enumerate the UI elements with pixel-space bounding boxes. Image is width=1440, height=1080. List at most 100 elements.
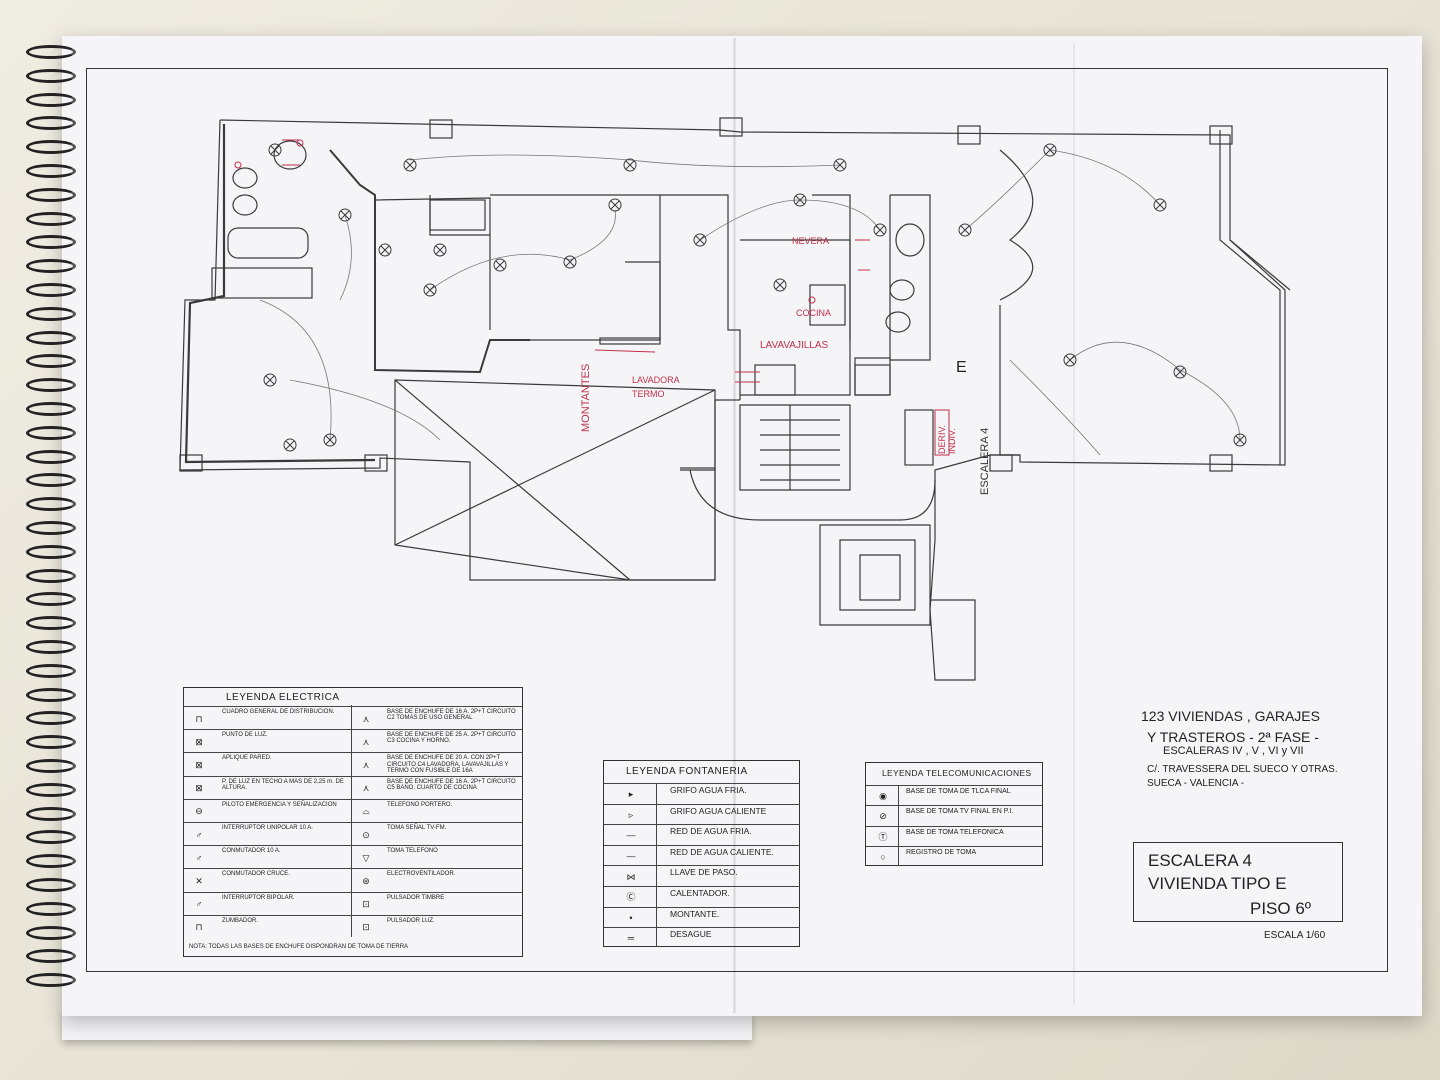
legend-label: RED DE AGUA FRIA.	[670, 826, 752, 837]
light-point-icon	[493, 258, 507, 272]
bipolar-switch-icon: ♂	[195, 899, 203, 910]
spiral-coil	[26, 306, 76, 321]
legend-divider	[656, 783, 657, 947]
spiral-coil	[26, 711, 76, 726]
label-termo: TERMO	[632, 389, 665, 399]
legend-row: ⊡ PULSADOR LUZ.	[351, 914, 523, 938]
light-point-icon	[958, 223, 972, 237]
tlca-socket-icon: ◉	[879, 791, 887, 802]
legend-row: • MONTANTE.	[604, 906, 800, 928]
light-point-cross	[1065, 355, 1075, 365]
legend-row: ▽ TOMA TELEFONO	[351, 845, 523, 868]
light-point-cross	[565, 257, 575, 267]
legend-label: BASE DE TOMA TELEFONICA	[906, 828, 1004, 836]
legend-label: RED DE AGUA CALIENTE.	[670, 846, 774, 857]
spiral-coil	[26, 544, 76, 559]
light-point-cross	[405, 160, 415, 170]
spiral-coil	[26, 830, 76, 845]
intercom-icon: ⌓	[362, 806, 370, 817]
high-ceiling-light-icon: ⊠	[195, 783, 203, 794]
legend-label: PULSADOR LUZ.	[387, 917, 435, 924]
legend-label: BASE DE ENCHUFE DE 16 A. 2P+T CIRCUITO C…	[387, 709, 516, 722]
spiral-coil	[26, 140, 76, 155]
phone-socket-icon: ▽	[362, 852, 370, 863]
legend-row: ⋈LLAVE DE PASO.	[604, 865, 800, 886]
cold-tap-icon: ▸	[628, 789, 634, 800]
commutator-icon: ♂	[195, 852, 203, 863]
legend-divider	[351, 705, 352, 937]
light-button-icon: ⊡	[362, 922, 370, 933]
spiral-coil	[26, 687, 76, 702]
tv-final-icon: ⊘	[879, 811, 887, 822]
legend-label: MONTANTE.	[670, 908, 720, 919]
light-point-cross	[265, 375, 275, 385]
bell-button-icon: ⊡	[362, 899, 370, 910]
legend-row: ♂INTERRUPTOR BIPOLAR.	[184, 891, 351, 915]
spiral-coil	[26, 259, 76, 274]
spiral-coil	[26, 164, 76, 178]
legend-label: DESAGUE	[670, 929, 712, 940]
light-point-icon	[1063, 353, 1077, 367]
legend-row: ⊙TOMA SEÑAL TV-FM.	[351, 822, 523, 845]
hot-tap-icon: ▹	[628, 809, 634, 820]
spiral-coil	[26, 330, 76, 345]
light-point-icon	[833, 158, 847, 172]
light-point-cross	[775, 280, 785, 290]
legend-label: TOMA TELEFONO	[387, 848, 438, 855]
sheet-line-3: PISO 6º	[1250, 899, 1312, 918]
light-point-icon	[623, 158, 637, 172]
legend-row: ▸GRIFO AGUA FRIA.	[604, 783, 800, 804]
light-point-icon	[1173, 365, 1187, 379]
legend-row: ◉ BASE DE TOMA DE TLCA FINAL	[866, 785, 1043, 805]
legend-row: ⊖PILOTO EMERGENCIA Y SEÑALIZACION	[184, 798, 351, 822]
legend-label: TOMA SEÑAL TV-FM.	[387, 825, 447, 831]
socket-25a-icon: ⋏	[362, 736, 370, 747]
spiral-coil	[26, 663, 76, 678]
legend-label: CONMUTADOR CRUCE.	[222, 871, 290, 878]
distribution-board-icon: ⊓	[195, 713, 203, 724]
legend-label: CALENTADOR.	[670, 888, 730, 898]
legend-label: BASE DE TOMA TV FINAL EN P.I.	[906, 808, 1014, 816]
drawing-frame	[86, 68, 1388, 972]
project-title-block: 123 VIVIENDAS , GARAJES Y TRASTEROS - 2ª…	[1133, 703, 1340, 798]
sheet-fold	[1073, 44, 1075, 1004]
spiral-coil	[26, 116, 76, 131]
spiral-coil	[26, 211, 76, 226]
fan-icon: ⊛	[362, 875, 370, 886]
legend-row: ⌓TELEFONO PORTERO.	[351, 798, 523, 822]
legend-row: ⊓ZUMBADOR.	[184, 914, 351, 938]
light-point-cross	[495, 260, 505, 270]
spiral-coil	[26, 235, 76, 250]
light-point-icon	[1043, 143, 1057, 157]
spiral-coil	[26, 878, 76, 892]
light-point-cross	[610, 200, 620, 210]
light-point-icon	[338, 208, 352, 222]
label-nevera: NEVERA	[792, 236, 829, 246]
legend-label: BASE DE ENCHUFE DE 16 A. 2P+T CIRCUITO C…	[387, 778, 516, 791]
legend-electrica: LEYENDA ELECTRICA ⊓CUADRO GENERAL DE DIS…	[183, 687, 523, 957]
spiral-coil	[26, 378, 76, 393]
light-point-icon	[378, 243, 392, 257]
legend-row: ⊠APLIQUE PARED.	[184, 752, 351, 775]
label-indiv: INDIV.	[947, 428, 957, 454]
spiral-coil	[26, 68, 76, 83]
legend-fontaneria-title: LEYENDA FONTANERIA	[626, 766, 748, 777]
legend-label: GRIFO AGUA CALIENTE	[670, 805, 767, 816]
binding-crease	[733, 38, 736, 1013]
light-point-icon	[1153, 198, 1167, 212]
legend-label: CONMUTADOR 10 A.	[222, 848, 281, 855]
legend-label: BASE DE TOMA DE TLCA FINAL	[906, 788, 1011, 795]
valve-icon: ⋈	[626, 871, 636, 882]
sheet-line-1: ESCALERA 4	[1148, 851, 1252, 870]
spiral-coil	[26, 354, 76, 369]
spiral-coil	[26, 735, 76, 750]
light-point-cross	[1045, 145, 1055, 155]
spiral-coil	[26, 640, 76, 654]
light-point-icon	[403, 158, 417, 172]
switch-icon: ♂	[195, 829, 203, 840]
buzzer-icon: ⊓	[195, 922, 203, 933]
drain-icon: ═	[627, 933, 635, 944]
spiral-coil	[26, 187, 76, 202]
riser-icon: •	[629, 912, 633, 923]
